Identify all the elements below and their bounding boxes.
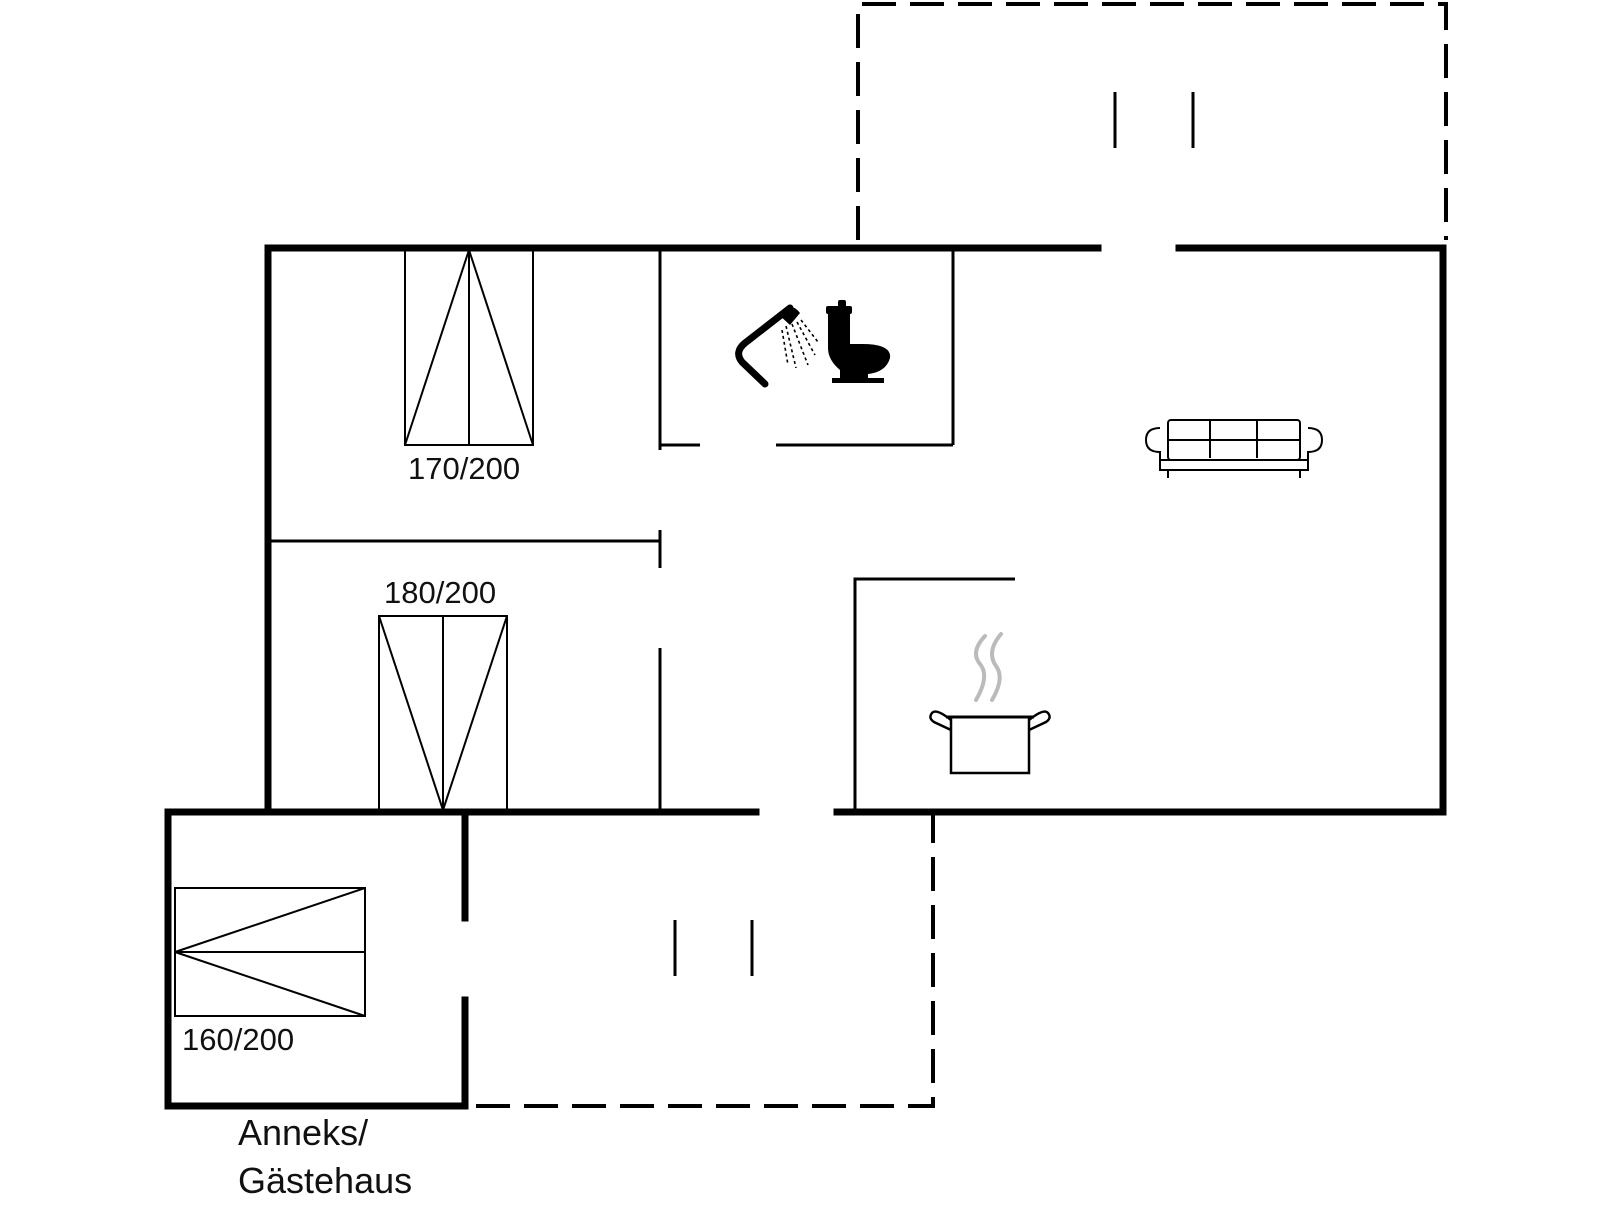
exterior-walls bbox=[264, 244, 1447, 816]
shower-icon bbox=[735, 304, 819, 388]
interior-walls bbox=[270, 250, 1015, 810]
bed-label-170: 170/200 bbox=[408, 451, 520, 486]
sofa-icon bbox=[1144, 419, 1324, 478]
annex-label-line-1: Anneks/ bbox=[238, 1112, 368, 1153]
bed-label-160: 160/200 bbox=[182, 1022, 294, 1057]
bed-160-200 bbox=[174, 887, 366, 1017]
cooking-pot-icon bbox=[929, 632, 1051, 775]
terrace-top bbox=[856, 2, 1448, 240]
toilet-icon bbox=[826, 300, 891, 383]
bed-180-200 bbox=[378, 615, 508, 811]
annex-label-line-2: Gästehaus bbox=[238, 1160, 412, 1201]
bed-label-180: 180/200 bbox=[384, 575, 496, 610]
terrace-bottom bbox=[476, 812, 935, 1108]
annex-walls bbox=[164, 808, 469, 1110]
bed-170-200 bbox=[404, 249, 534, 446]
